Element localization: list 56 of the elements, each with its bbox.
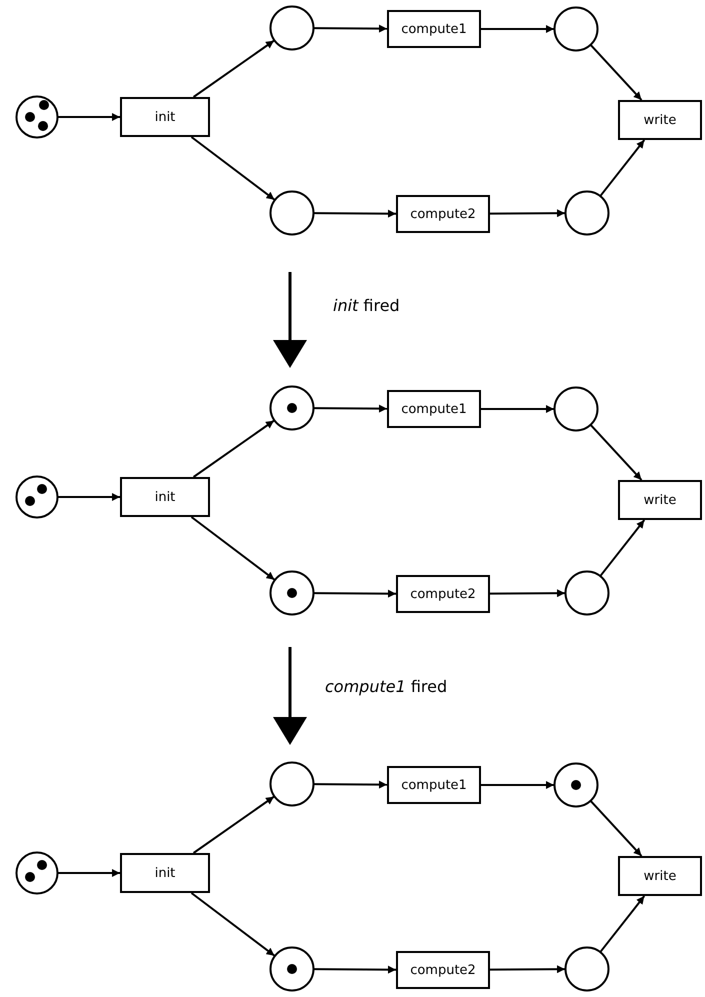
transition-box: compute1: [387, 390, 481, 428]
place-circle: [15, 851, 59, 895]
arrow: [600, 139, 646, 196]
place-circle: [15, 475, 59, 519]
transition-box: compute2: [396, 575, 490, 613]
place-circle: [553, 762, 599, 808]
transition-box: compute1: [387, 766, 481, 804]
transition-box: write: [618, 100, 702, 140]
arrow: [190, 892, 276, 957]
arrow: [314, 24, 387, 33]
arrow: [192, 420, 275, 478]
arrow: [590, 424, 642, 481]
arrow: [58, 113, 120, 121]
arrow: [192, 40, 275, 98]
arrow: [481, 25, 554, 33]
arrow: [490, 965, 565, 974]
place-circle: [15, 95, 59, 139]
place-circle: [269, 761, 315, 807]
arrow: [314, 590, 396, 598]
arrow: [314, 404, 387, 413]
arrow: [314, 210, 396, 218]
place-circle: [553, 6, 599, 52]
place-circle: [564, 570, 610, 616]
step-note: init fired: [333, 296, 400, 315]
transition-box: write: [618, 856, 702, 896]
arrow: [490, 589, 565, 598]
arrow: [600, 519, 646, 576]
arrow: [481, 781, 554, 789]
place-circle: [269, 946, 315, 992]
transition-box: compute2: [396, 951, 490, 989]
place-circle: [269, 570, 315, 616]
transition-box: init: [120, 853, 210, 893]
step-note: compute1 fired: [325, 677, 448, 696]
place-circle: [564, 946, 610, 992]
arrow: [481, 405, 554, 413]
transition-box: init: [120, 477, 210, 517]
arrow: [590, 44, 642, 101]
arrow: [58, 869, 120, 877]
arrow: [58, 493, 120, 501]
arrow: [314, 966, 396, 974]
arrow: [192, 796, 275, 854]
transition-box: compute2: [396, 195, 490, 233]
arrow: [190, 516, 276, 581]
transition-box: write: [618, 480, 702, 520]
place-circle: [553, 386, 599, 432]
arrow: [314, 780, 387, 789]
place-circle: [564, 190, 610, 236]
transition-box: compute1: [387, 10, 481, 48]
arrow: [190, 136, 276, 201]
place-circle: [269, 5, 315, 51]
place-circle: [269, 190, 315, 236]
arrow: [590, 800, 642, 857]
arrow: [490, 209, 565, 218]
arrow: [600, 895, 646, 952]
transition-box: init: [120, 97, 210, 137]
place-circle: [269, 385, 315, 431]
